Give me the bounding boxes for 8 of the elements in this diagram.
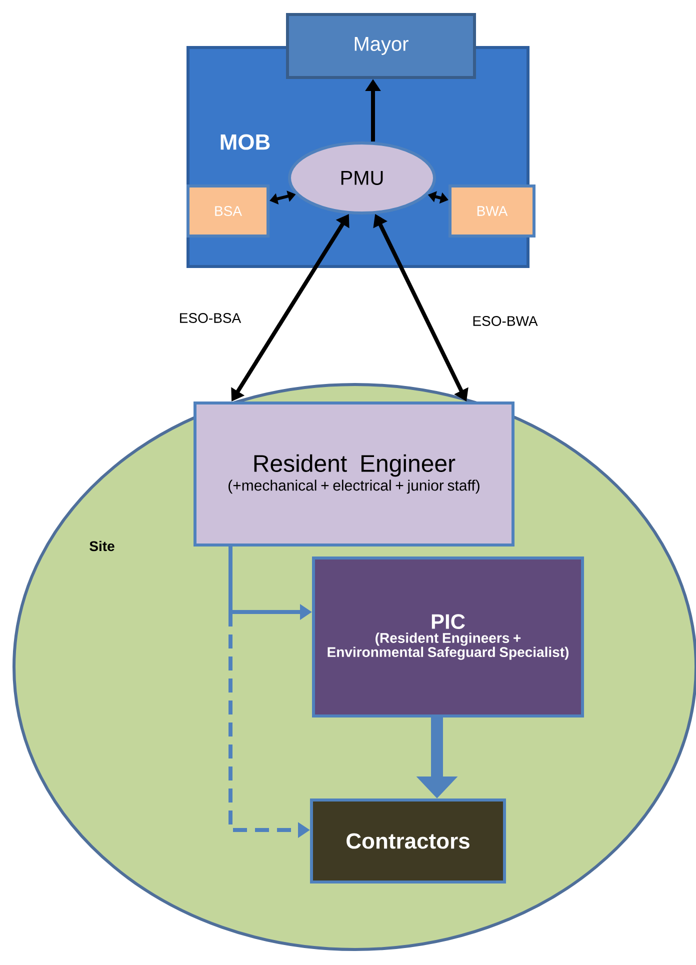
role-box: Mayor [286,13,476,79]
committee-box: PIC (Resident Engineers + Environmental Safeguard Specialist) [312,556,584,718]
edge-label: ESO-BWA [471,315,539,327]
contractor-box: Contractors [310,798,506,884]
edge-label: ESO-BSA [178,312,242,324]
agency-box: BSA [186,184,270,238]
engineer-box: Resident Engineer (+mechanical + electrical + junior staff) [194,402,514,546]
agency-box: BWA [448,184,536,238]
